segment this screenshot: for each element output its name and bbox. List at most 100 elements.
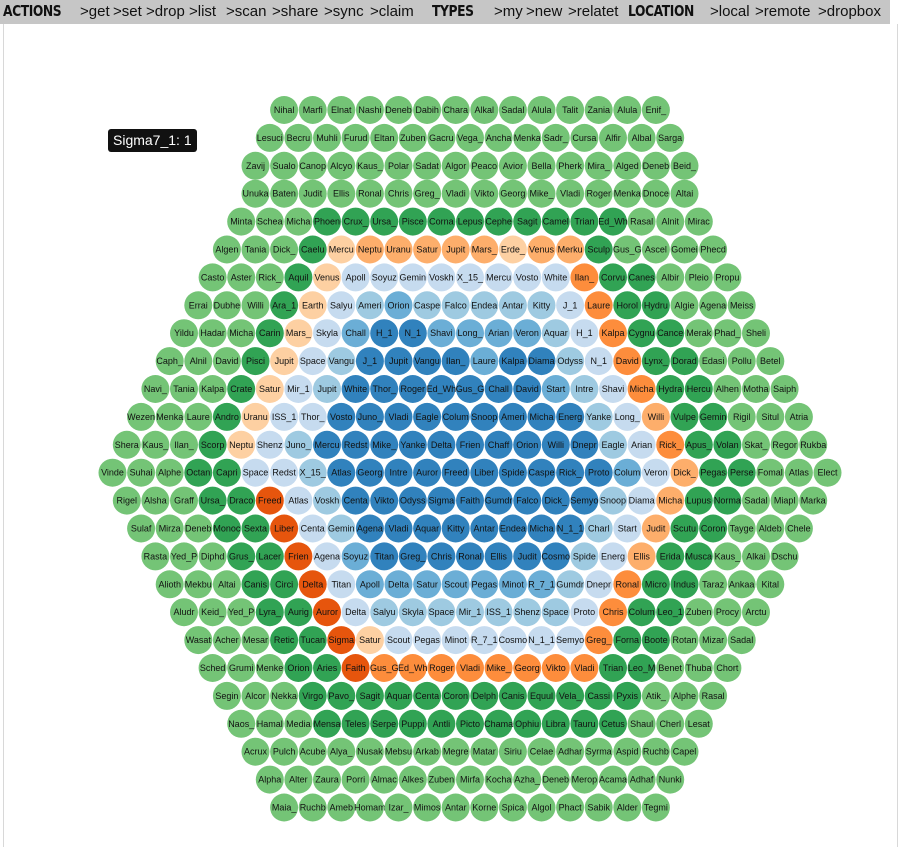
bubble-circle[interactable] [784, 514, 813, 543]
bubble-circle[interactable] [684, 375, 713, 403]
bubble-circle[interactable] [255, 486, 284, 515]
bubble-circle[interactable] [713, 375, 742, 403]
bubble-circle[interactable] [184, 514, 213, 543]
bubble-circle[interactable] [484, 486, 513, 515]
bubble-node[interactable]: Enif_ [641, 96, 670, 124]
bubble-circle[interactable] [413, 402, 442, 431]
bubble-circle[interactable] [613, 402, 642, 431]
bubble-node[interactable]: Gemin [327, 514, 356, 543]
bubble-circle[interactable] [427, 654, 456, 682]
bubble-circle[interactable] [570, 207, 599, 236]
bubble-node[interactable]: Venus [313, 263, 341, 292]
bubble-node[interactable]: Yanke [398, 430, 427, 459]
bubble-node[interactable]: Dick_ [541, 486, 570, 515]
bubble-node[interactable]: Jupit [441, 235, 470, 264]
bubble-node[interactable]: Atlas [327, 458, 356, 487]
bubble-node[interactable]: Nunki [656, 765, 685, 794]
bubble-node[interactable]: Dick_ [270, 235, 299, 264]
bubble-circle[interactable] [112, 430, 141, 459]
bubble-node[interactable]: Satur [255, 375, 284, 403]
bubble-node[interactable]: Cygnu [627, 319, 656, 348]
bubble-node[interactable]: Hamal [255, 709, 284, 738]
bubble-circle[interactable] [584, 793, 613, 822]
bubble-circle[interactable] [327, 793, 356, 822]
bubble-circle[interactable] [198, 598, 227, 627]
bubble-node[interactable]: Kital [756, 570, 785, 599]
bubble-circle[interactable] [699, 570, 728, 599]
bubble-circle[interactable] [313, 598, 341, 627]
bubble-node[interactable]: Izar_ [384, 793, 413, 822]
bubble-node[interactable]: Centa [413, 681, 442, 710]
bubble-circle[interactable] [341, 765, 370, 794]
bubble-circle[interactable] [212, 458, 241, 487]
bubble-circle[interactable] [298, 151, 327, 180]
bubble-node[interactable]: Equul [527, 681, 556, 710]
bubble-circle[interactable] [370, 207, 399, 236]
bubble-circle[interactable] [284, 263, 313, 292]
bubble-node[interactable]: Snoop [470, 402, 499, 431]
bubble-circle[interactable] [341, 430, 370, 459]
bubble-circle[interactable] [255, 598, 284, 627]
bubble-circle[interactable] [584, 96, 613, 124]
bubble-node[interactable]: Sarga [656, 123, 685, 152]
bubble-circle[interactable] [241, 737, 270, 766]
bubble-node[interactable]: Trian [599, 654, 627, 682]
bubble-node[interactable]: Willi [241, 291, 270, 320]
bubble-circle[interactable] [727, 570, 756, 599]
bubble-node[interactable]: Diphd [198, 542, 227, 571]
bubble-node[interactable]: Canis [498, 681, 527, 710]
bubble-circle[interactable] [641, 737, 670, 766]
bubble-node[interactable]: Lesat [684, 709, 713, 738]
bubble-node[interactable]: Atlas [284, 486, 313, 515]
bubble-node[interactable]: N_1_1 [527, 626, 556, 655]
bubble-node[interactable]: Space [298, 347, 327, 376]
bubble-node[interactable]: Centa [298, 514, 327, 543]
bubble-node[interactable]: Antar [498, 291, 527, 320]
bubble-circle[interactable] [170, 319, 198, 348]
bubble-node[interactable]: Ellis [484, 542, 513, 571]
bubble-node[interactable]: Juno_ [284, 430, 313, 459]
bubble-circle[interactable] [212, 402, 241, 431]
bubble-circle[interactable] [98, 458, 127, 487]
bubble-circle[interactable] [627, 375, 656, 403]
bubble-node[interactable]: Pavo_ [327, 681, 356, 710]
bubble-node[interactable]: Sadal [742, 486, 770, 515]
bubble-circle[interactable] [756, 402, 785, 431]
bubble-circle[interactable] [327, 514, 356, 543]
bubble-circle[interactable] [341, 123, 370, 152]
bubble-node[interactable]: Kalpa [599, 319, 627, 348]
bubble-node[interactable]: Eagle [599, 430, 627, 459]
bubble-circle[interactable] [541, 319, 570, 348]
bubble-node[interactable]: Scout [441, 570, 470, 599]
bubble-circle[interactable] [370, 709, 399, 738]
bubble-circle[interactable] [398, 123, 427, 152]
menu-item-claim[interactable]: >claim [370, 3, 414, 20]
bubble-circle[interactable] [599, 319, 627, 348]
bubble-circle[interactable] [541, 207, 570, 236]
bubble-circle[interactable] [327, 96, 356, 124]
bubble-node[interactable]: Edasi [699, 347, 728, 376]
bubble-node[interactable]: Fomal [756, 458, 785, 487]
bubble-circle[interactable] [470, 570, 499, 599]
bubble-circle[interactable] [684, 598, 713, 627]
bubble-circle[interactable] [699, 347, 728, 376]
bubble-circle[interactable] [570, 263, 599, 292]
bubble-circle[interactable] [513, 430, 542, 459]
bubble-node[interactable]: Greg_ [584, 626, 613, 655]
bubble-circle[interactable] [756, 458, 785, 487]
bubble-circle[interactable] [441, 402, 470, 431]
bubble-node[interactable]: Hadar [198, 319, 227, 348]
bubble-node[interactable]: Micha [527, 402, 556, 431]
bubble-circle[interactable] [227, 598, 256, 627]
bubble-node[interactable]: N_1 [398, 319, 427, 348]
bubble-node[interactable]: Gumdr [484, 486, 513, 515]
bubble-circle[interactable] [513, 263, 542, 292]
bubble-circle[interactable] [427, 375, 456, 403]
bubble-node[interactable]: Vega_ [456, 123, 484, 152]
bubble-node[interactable]: Aludr [170, 598, 198, 627]
bubble-circle[interactable] [670, 626, 699, 655]
bubble-node[interactable]: Kocha [484, 765, 513, 794]
bubble-node[interactable]: Zavij [241, 151, 270, 180]
bubble-circle[interactable] [470, 179, 499, 208]
bubble-circle[interactable] [127, 402, 156, 431]
